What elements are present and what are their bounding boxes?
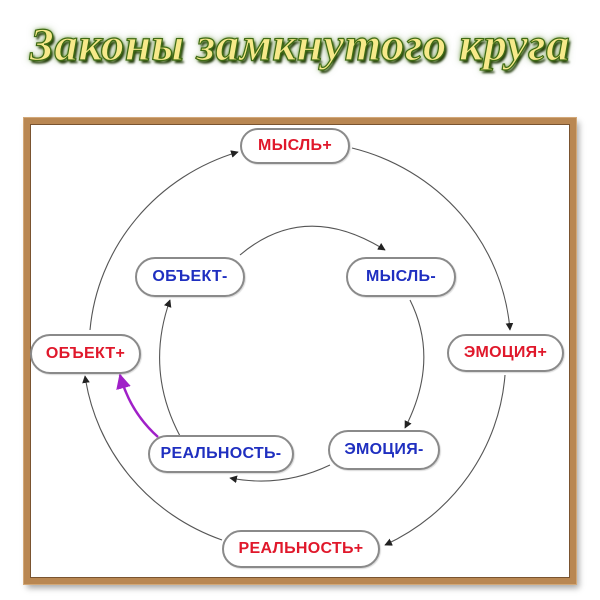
node-reality-negative: РЕАЛЬНОСТЬ- bbox=[148, 435, 294, 473]
bridge-arrow-reality-neg-to-object-pos bbox=[116, 373, 159, 438]
node-object-negative: ОБЪЕКТ- bbox=[135, 257, 245, 297]
inner-arrow-object-to-thought bbox=[239, 225, 386, 256]
outer-arrow-object-to-thought bbox=[89, 150, 239, 331]
outer-arrow-emotion-to-reality bbox=[384, 374, 506, 546]
outer-arrow-reality-to-object bbox=[82, 375, 223, 541]
inner-arrow-thought-to-emotion bbox=[404, 299, 425, 429]
node-emotion-negative: ЭМОЦИЯ- bbox=[328, 430, 440, 470]
node-thought-negative: МЫСЛЬ- bbox=[346, 257, 456, 297]
inner-arrow-emotion-to-reality bbox=[229, 464, 331, 484]
node-emotion-positive: ЭМОЦИЯ+ bbox=[447, 334, 564, 372]
outer-arrow-thought-to-emotion bbox=[351, 147, 514, 331]
page-title: Законы замкнутого круга bbox=[29, 18, 571, 71]
node-thought-positive: МЫСЛЬ+ bbox=[240, 128, 350, 164]
node-object-positive: ОБЪЕКТ+ bbox=[30, 334, 141, 374]
node-reality-positive: РЕАЛЬНОСТЬ+ bbox=[222, 530, 380, 568]
inner-arrow-reality-to-object bbox=[159, 299, 181, 437]
